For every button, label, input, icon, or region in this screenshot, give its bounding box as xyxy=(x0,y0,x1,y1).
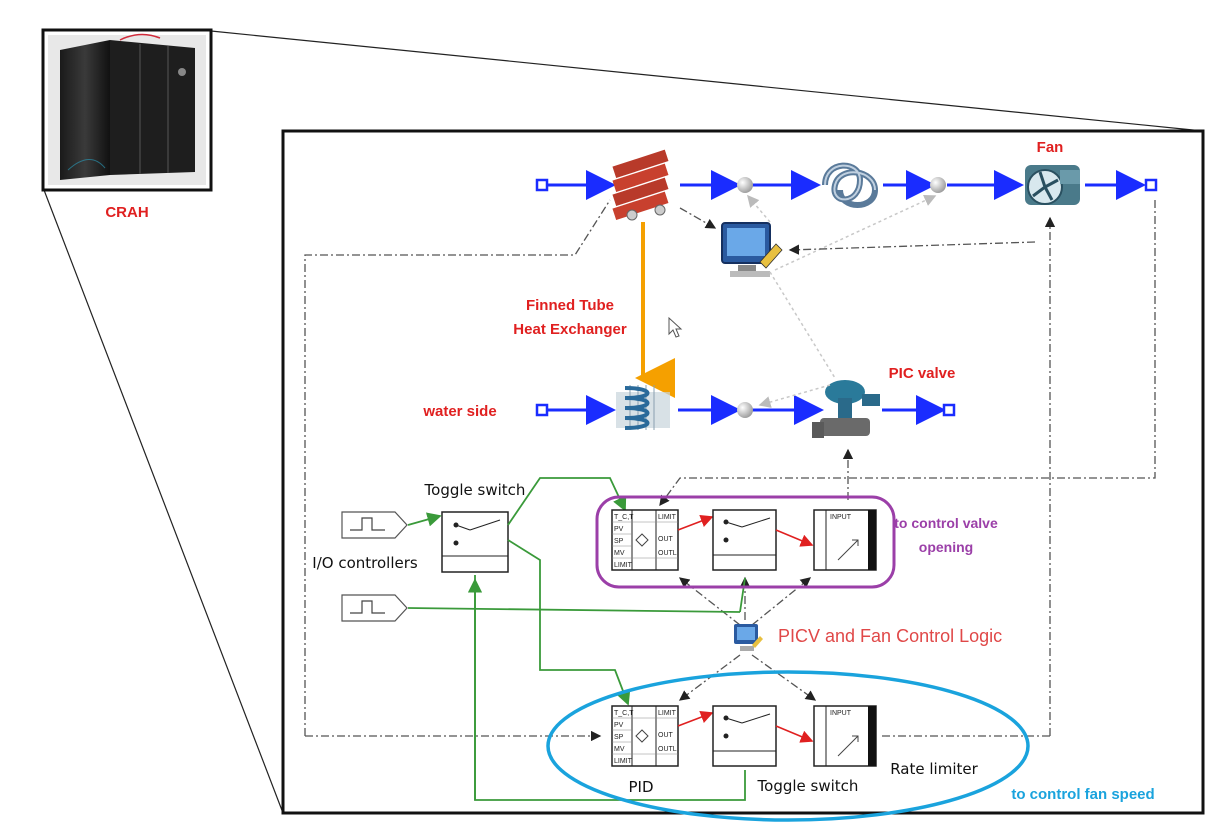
pid-block-top: T_C,T PV SP MV LIMIT LIMIT OUT OUTL xyxy=(611,509,679,571)
cursor-icon xyxy=(668,316,683,338)
crah-label: CRAH xyxy=(105,204,148,221)
finned-coil-icon xyxy=(612,149,669,221)
hx-label-line2: Heat Exchanger xyxy=(513,321,627,338)
svg-text:T_C,T: T_C,T xyxy=(614,514,634,521)
svg-text:PV: PV xyxy=(614,526,624,533)
fan-icon xyxy=(1025,165,1080,205)
io-controller-1 xyxy=(341,511,408,539)
pic-valve-icon xyxy=(812,380,880,438)
monitor-icon xyxy=(721,222,783,277)
sensor-node-icon-3 xyxy=(737,402,753,418)
air-flow-line xyxy=(535,170,1158,200)
water-coil-icon xyxy=(616,385,670,430)
svg-text:INPUT: INPUT xyxy=(830,710,852,717)
water-side-label: water side xyxy=(422,403,496,420)
sensor-links xyxy=(747,194,937,408)
zoom-line-bottom xyxy=(43,189,284,814)
svg-text:LIMIT: LIMIT xyxy=(658,710,677,717)
control-logic-label: PICV and Fan Control Logic xyxy=(778,626,1002,646)
svg-text:MV: MV xyxy=(614,746,625,753)
io-controllers-label: I/O controllers xyxy=(312,554,418,572)
valve-control-group xyxy=(595,495,896,589)
control-logic-monitor-icon xyxy=(734,624,763,651)
valve-note-line1: to control valve xyxy=(894,515,998,531)
svg-text:MV: MV xyxy=(614,550,625,557)
fan-control-group xyxy=(546,670,1030,822)
water-flow-line xyxy=(535,395,956,425)
svg-text:PV: PV xyxy=(614,722,624,729)
pid-label: PID xyxy=(628,778,653,796)
hx-label-line1: Finned Tube xyxy=(526,297,614,314)
io-controller-2 xyxy=(341,594,408,622)
svg-text:OUTL: OUTL xyxy=(658,746,677,753)
zoom-line-top xyxy=(210,30,1204,132)
toggle-switch-top xyxy=(441,511,509,573)
pid-block-bottom: T_C,T PV SP MV LIMIT LIMIT OUT OUTL xyxy=(611,705,679,767)
green-signal-lines xyxy=(407,477,746,801)
svg-text:LIMIT: LIMIT xyxy=(614,758,633,765)
red-signal-4 xyxy=(775,725,814,743)
red-signal-1 xyxy=(677,515,714,531)
crah-image xyxy=(41,28,213,192)
duct-knot-icon xyxy=(822,162,879,208)
svg-text:T_C,T: T_C,T xyxy=(614,710,634,717)
svg-text:SP: SP xyxy=(614,538,624,545)
rate-limiter-top: INPUT xyxy=(813,509,877,571)
red-signal-3 xyxy=(677,711,714,727)
red-signal-2 xyxy=(775,529,814,547)
svg-text:OUT: OUT xyxy=(658,732,674,739)
svg-text:LIMIT: LIMIT xyxy=(614,562,633,569)
toggle-switch-bottom xyxy=(712,705,777,767)
svg-text:SP: SP xyxy=(614,734,624,741)
svg-text:OUTL: OUTL xyxy=(658,550,677,557)
rate-limiter-label: Rate limiter xyxy=(890,760,978,778)
rate-limiter-bottom: INPUT xyxy=(813,705,877,767)
toggle-switch-bottom-label: Toggle switch xyxy=(757,777,859,795)
svg-text:OUT: OUT xyxy=(658,536,674,543)
sensor-node-icon-2 xyxy=(930,177,946,193)
valve-note-line2: opening xyxy=(919,539,973,555)
toggle-switch-top-label: Toggle switch xyxy=(424,481,526,499)
fan-label: Fan xyxy=(1037,139,1064,156)
toggle-switch-mid xyxy=(712,509,777,571)
pic-valve-label: PIC valve xyxy=(889,365,956,382)
svg-text:INPUT: INPUT xyxy=(830,514,852,521)
sensor-node-icon xyxy=(737,177,753,193)
svg-text:LIMIT: LIMIT xyxy=(658,514,677,521)
fan-note: to control fan speed xyxy=(1011,786,1154,803)
